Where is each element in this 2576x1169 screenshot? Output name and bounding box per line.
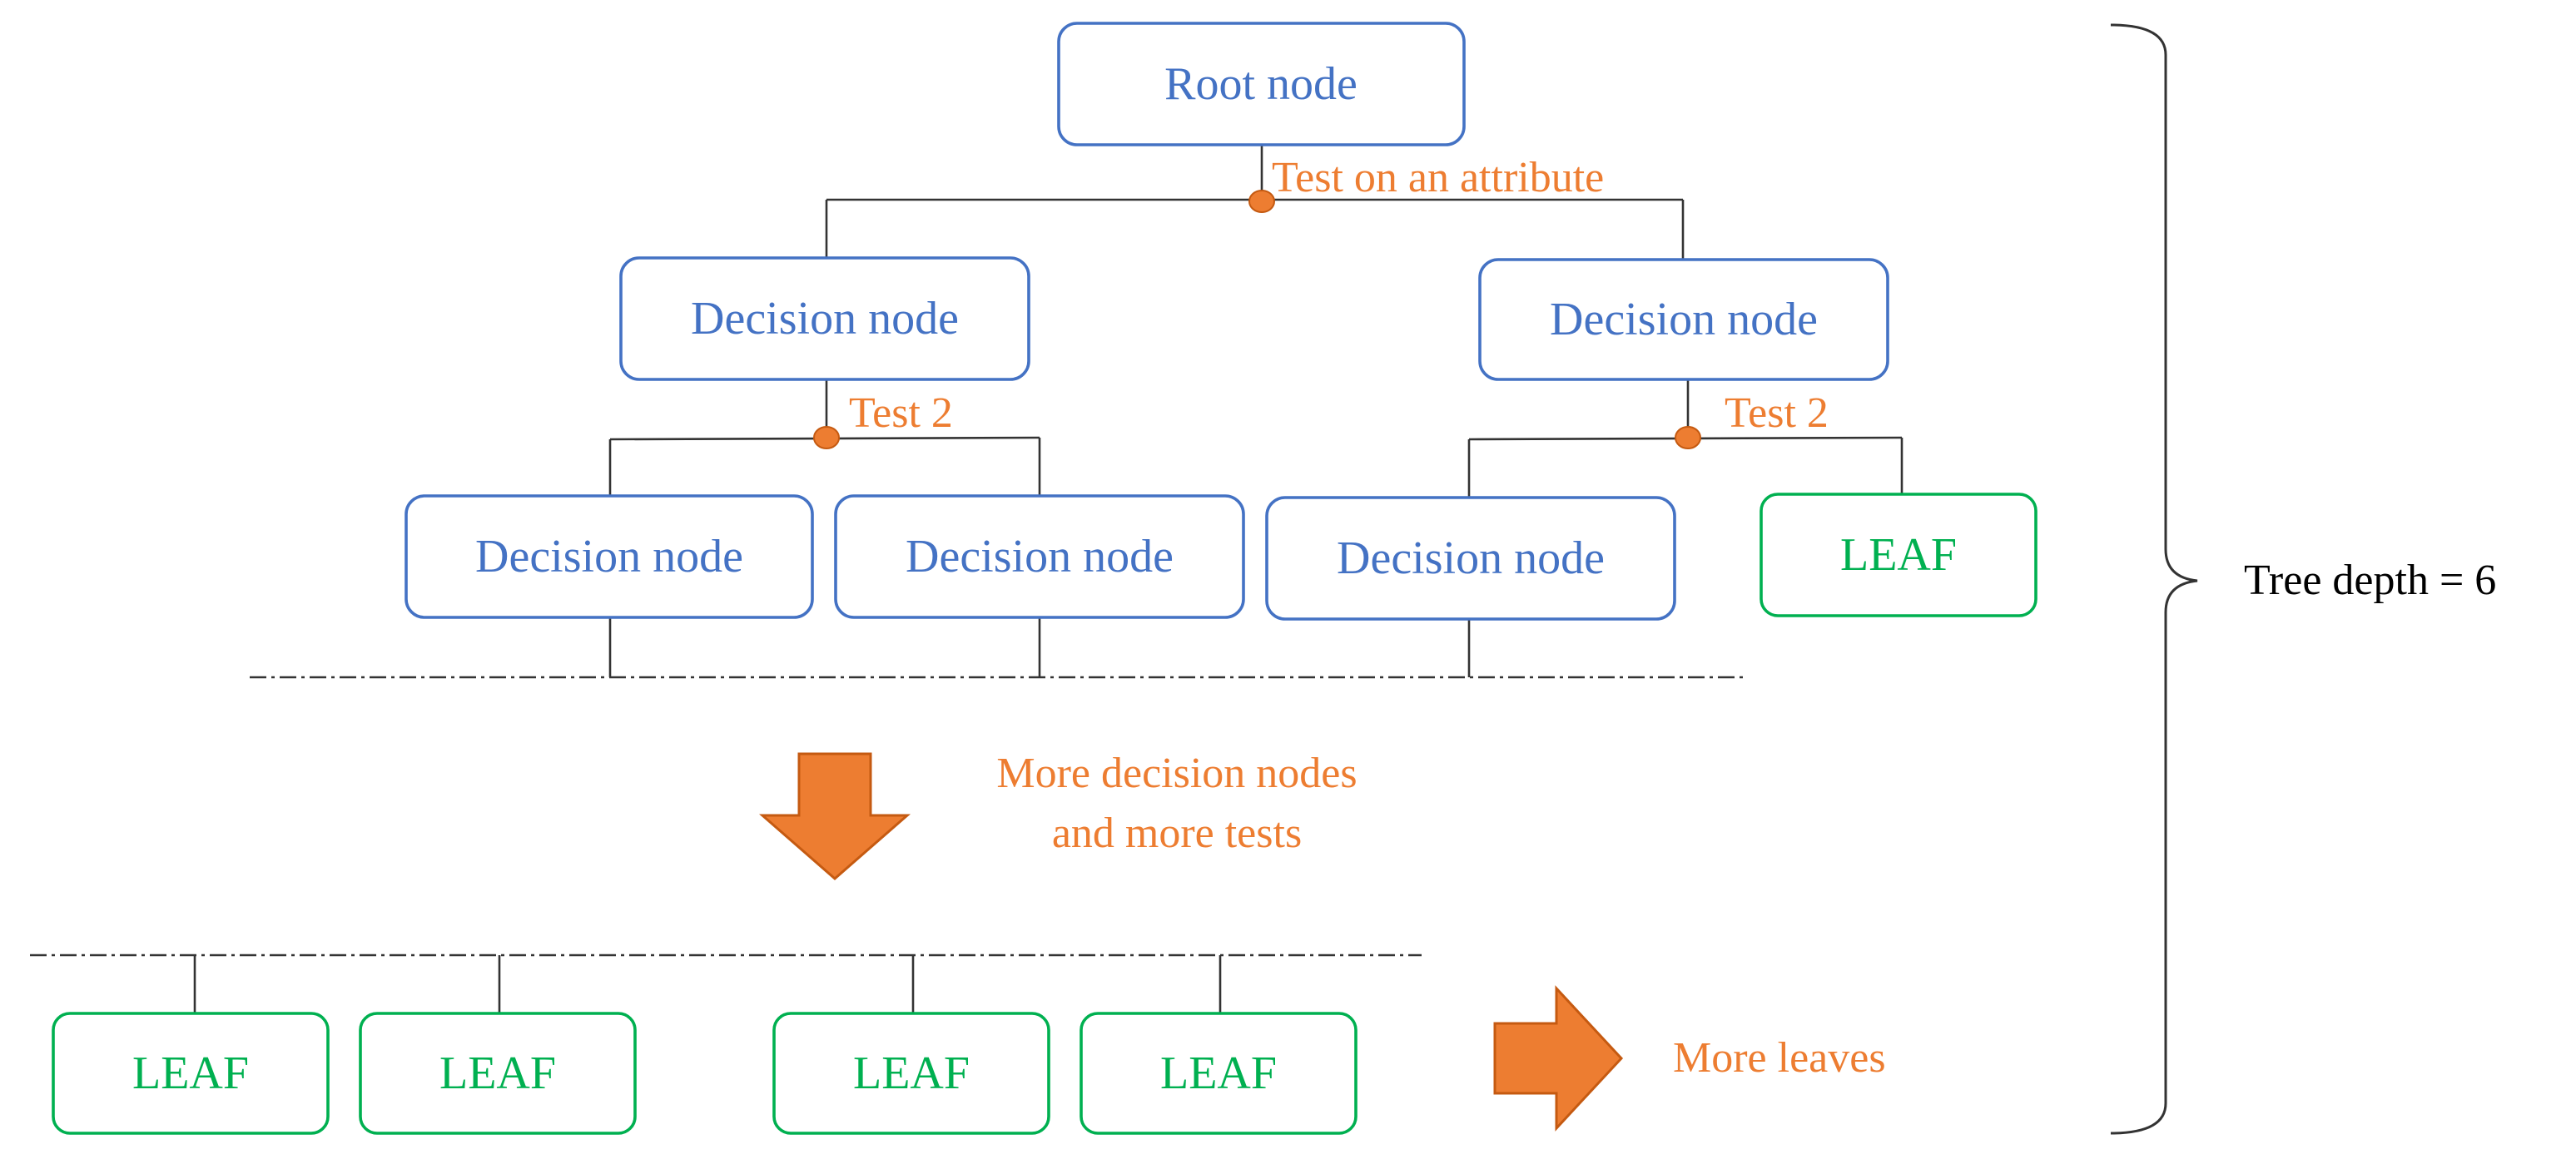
- leaf-node-bottom-3: LEAF: [772, 1012, 1050, 1135]
- leaf-node-bottom-2: LEAF: [359, 1012, 637, 1135]
- tree-depth-label: Tree depth = 6: [2244, 557, 2496, 604]
- decision-node-l1-left: Decision node: [619, 256, 1030, 381]
- root-node-label: Root node: [1164, 58, 1357, 110]
- decision-node-label: Decision node: [1337, 532, 1605, 584]
- root-test-dot: [1248, 190, 1275, 213]
- decision-node-l2-a: Decision node: [405, 494, 814, 619]
- leaf-node-bottom-1: LEAF: [52, 1012, 330, 1135]
- left-test-label: Test 2: [849, 389, 953, 437]
- leaf-label: LEAF: [1160, 1048, 1277, 1099]
- down-arrow-icon: [759, 752, 911, 880]
- decision-node-l1-right: Decision node: [1478, 258, 1889, 381]
- decision-node-label: Decision node: [1550, 294, 1818, 345]
- decision-node-l2-b: Decision node: [834, 494, 1245, 619]
- decision-node-label: Decision node: [475, 531, 743, 582]
- right-test-label: Test 2: [1725, 389, 1829, 437]
- leaf-node-l2: LEAF: [1760, 493, 2037, 617]
- depth-brace: [2110, 23, 2198, 1135]
- more-leaves-annotation: More leaves: [1673, 1034, 1886, 1082]
- leaf-label: LEAF: [132, 1048, 249, 1099]
- leaf-node-bottom-4: LEAF: [1080, 1012, 1357, 1135]
- right-arrow-icon: [1493, 985, 1624, 1132]
- decision-node-label: Decision node: [906, 531, 1174, 582]
- more-nodes-annotation-line1: More decision nodes: [996, 750, 1357, 797]
- leaf-label: LEAF: [1840, 529, 1957, 581]
- root-test-label: Test on an attribute: [1272, 154, 1604, 201]
- decision-node-l2-c: Decision node: [1265, 496, 1676, 621]
- leaf-label: LEAF: [853, 1048, 970, 1099]
- leaf-label: LEAF: [439, 1048, 556, 1099]
- more-nodes-annotation-line2: and more tests: [1052, 810, 1302, 857]
- root-node: Root node: [1057, 22, 1466, 146]
- right-test-dot: [1675, 426, 1701, 449]
- decision-node-label: Decision node: [691, 293, 959, 344]
- left-test-dot: [813, 426, 840, 449]
